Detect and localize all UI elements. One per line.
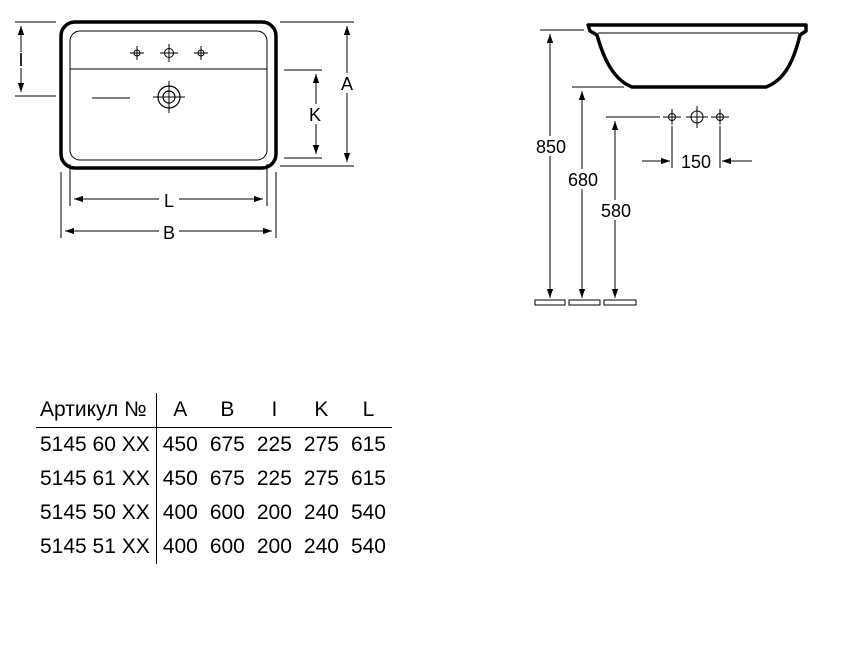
cell-a: 450 (162, 433, 198, 456)
basin-outer-rim (59, 20, 278, 170)
cell-l: 615 (350, 467, 386, 490)
basin-profile (586, 23, 808, 89)
dim-a-label: A (341, 74, 353, 94)
header-i: I (250, 393, 298, 428)
dim-b-label: B (163, 223, 175, 243)
cell-i: 225 (256, 433, 292, 456)
header-a: A (156, 393, 204, 428)
floor-plate-680 (568, 299, 601, 306)
cell-b: 600 (209, 535, 245, 558)
cell-i: 225 (256, 467, 292, 490)
cell-l: 615 (350, 433, 386, 456)
cell-article: 5145 51 XX (36, 530, 157, 564)
dimensions-table: Артикул № A B I K L 5145 60 XX 450 675 2… (36, 393, 392, 564)
floor-plate-850 (534, 299, 566, 306)
cell-k: 275 (303, 433, 339, 456)
basin-inner-bowl (69, 30, 268, 161)
header-b: B (203, 393, 251, 428)
cell-b: 600 (209, 501, 245, 524)
cell-l: 540 (350, 535, 386, 558)
cell-i: 200 (256, 501, 292, 524)
dim-k-label: K (309, 105, 321, 125)
dim-850-label: 850 (536, 137, 566, 157)
table-row: 5145 60 XX 450 675 225 275 615 (36, 427, 392, 462)
dim-l-label: L (164, 191, 174, 211)
cell-article: 5145 61 XX (36, 462, 157, 496)
header-l: L (344, 393, 392, 428)
drain-icon (153, 81, 185, 113)
cell-k: 240 (303, 535, 339, 558)
table-row: 5145 50 XX 400 600 200 240 540 (36, 496, 392, 530)
cell-i: 200 (256, 535, 292, 558)
side-tap-left-icon (663, 109, 681, 125)
cell-a: 400 (162, 535, 198, 558)
cell-article: 5145 60 XX (36, 427, 157, 462)
header-k: K (297, 393, 345, 428)
dim-150-label: 150 (681, 152, 711, 172)
dim-i-label: I (18, 50, 23, 70)
dim-580-label: 580 (601, 201, 631, 221)
cell-l: 540 (350, 501, 386, 524)
header-article: Артикул № (36, 393, 157, 428)
tap-hole-right-icon (194, 46, 208, 60)
cell-k: 240 (303, 501, 339, 524)
side-tap-center-icon (686, 106, 708, 128)
cell-b: 675 (209, 467, 245, 490)
table-row: 5145 61 XX 450 675 225 275 615 (36, 462, 392, 496)
cell-a: 400 (162, 501, 198, 524)
side-tap-right-icon (711, 109, 729, 125)
tap-hole-center-icon (160, 44, 178, 62)
table-header-row: Артикул № A B I K L (36, 393, 392, 428)
cell-a: 450 (162, 467, 198, 490)
cell-b: 675 (209, 433, 245, 456)
cell-article: 5145 50 XX (36, 496, 157, 530)
dim-680-label: 680 (568, 170, 598, 190)
cell-k: 275 (303, 467, 339, 490)
side-view: 850 680 580 150 (530, 23, 808, 306)
tap-hole-left-icon (130, 46, 144, 60)
top-view: I K A L B (15, 20, 357, 243)
table-row: 5145 51 XX 400 600 200 240 540 (36, 530, 392, 564)
floor-plate-580 (603, 299, 637, 306)
